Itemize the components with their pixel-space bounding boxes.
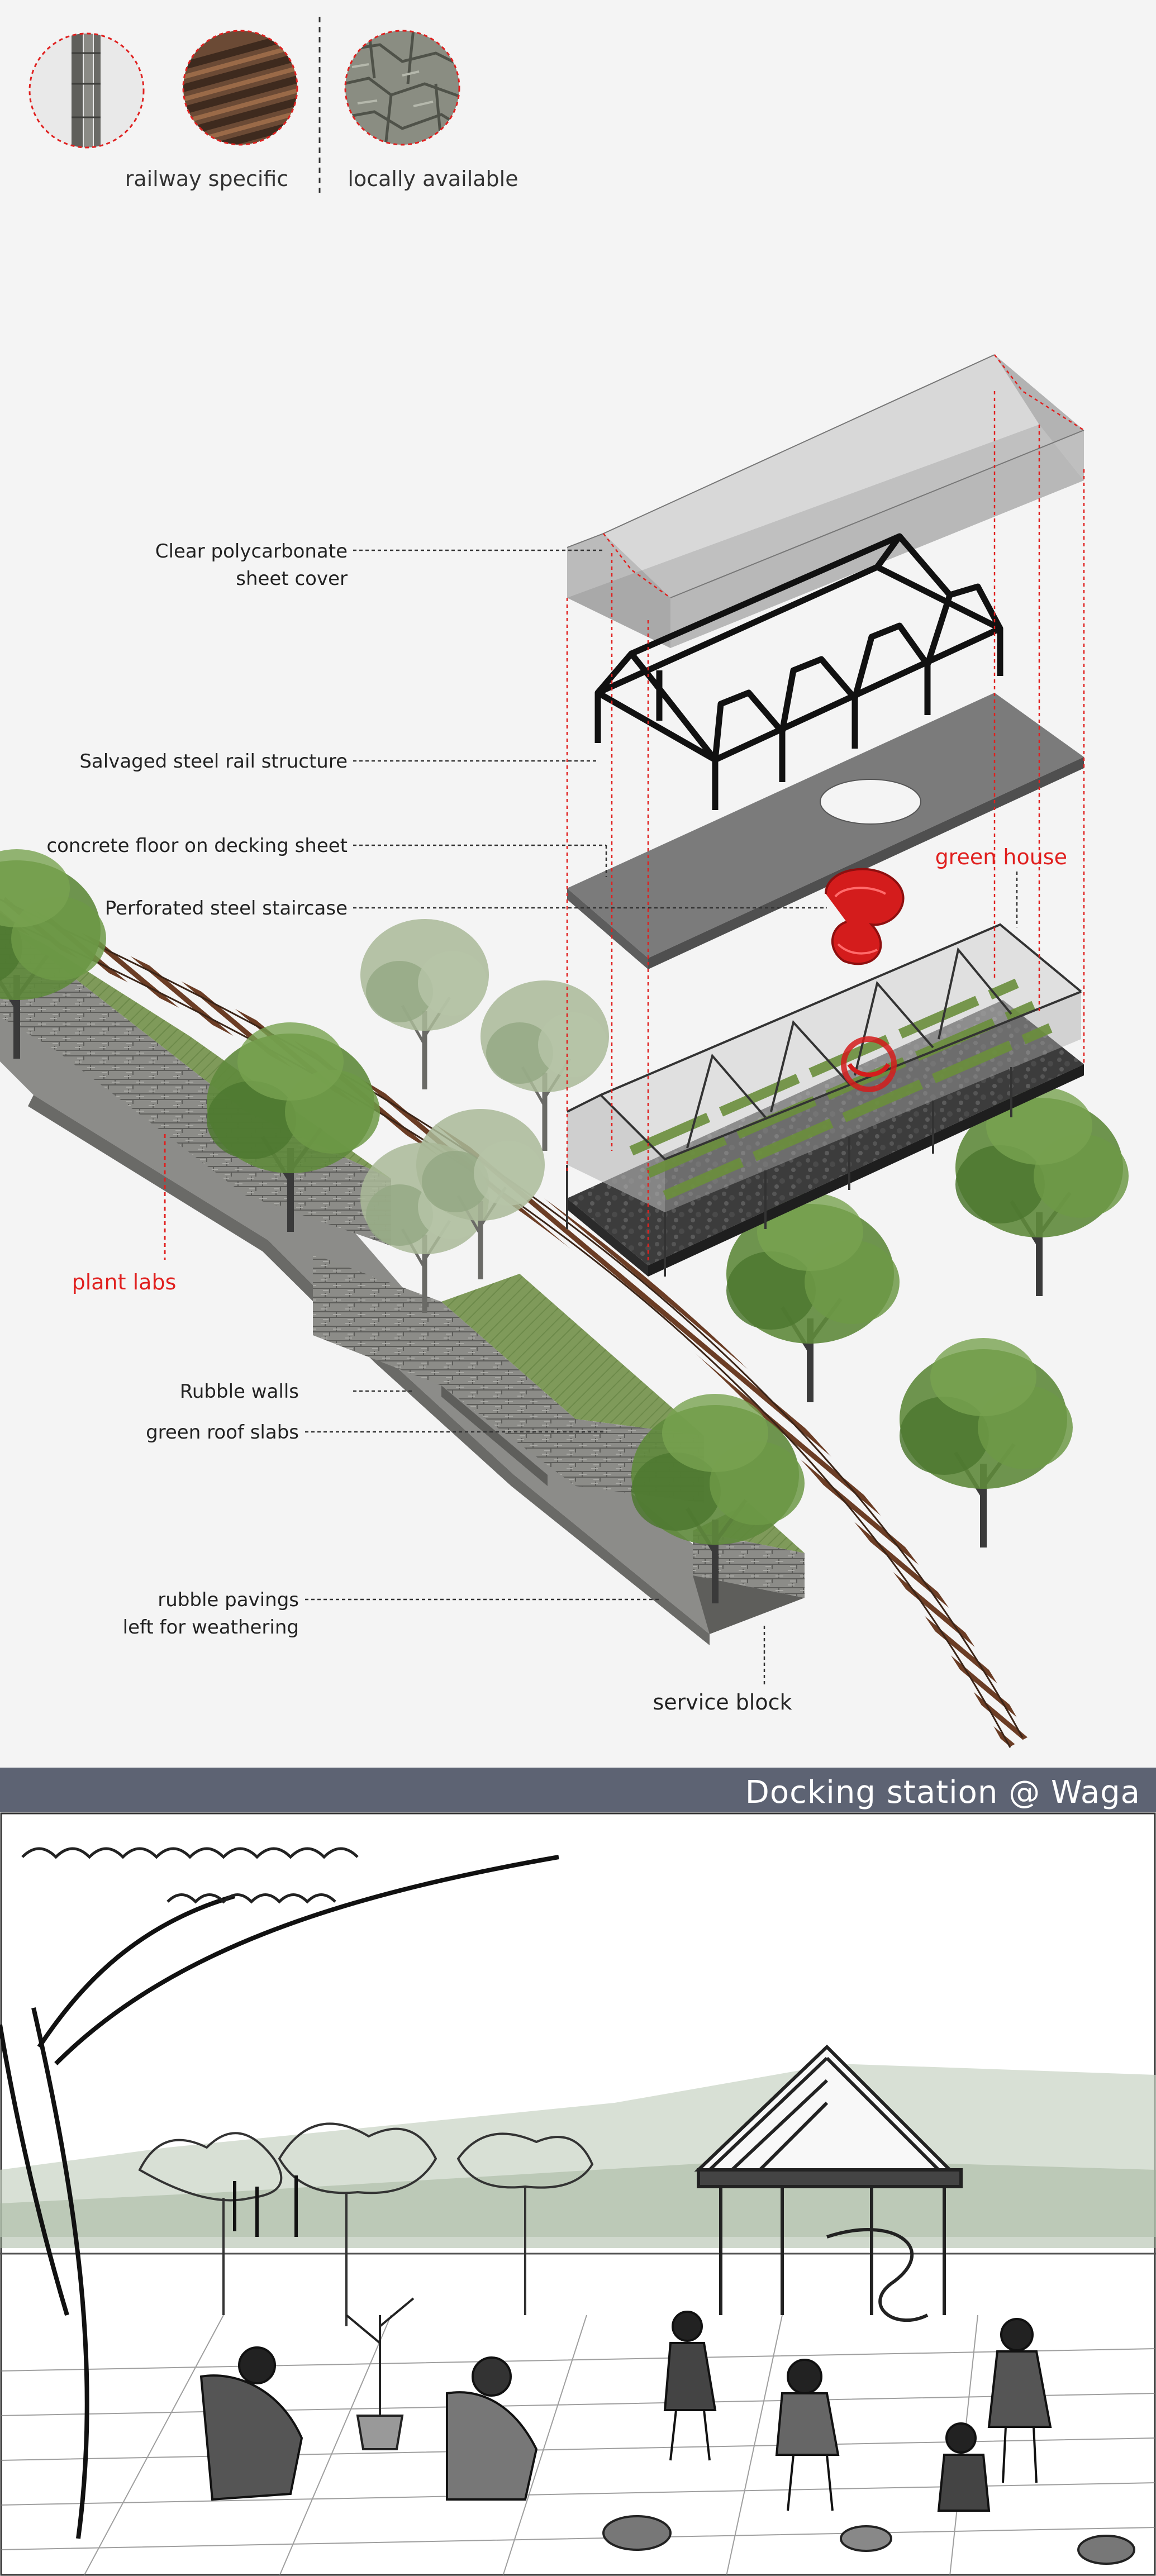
banner-title: Docking station @ Waga: [745, 1774, 1140, 1811]
tree: [360, 919, 489, 1089]
polycarbonate-cover: [567, 354, 1084, 648]
salvaged-rail-swatch: [30, 34, 144, 147]
perspective-sketch: [0, 1812, 1156, 2576]
green-roof-label: green roof slabs: [146, 1421, 299, 1444]
rubble-walls-label: Rubble walls: [180, 1380, 299, 1403]
sketch-pavilion: [694, 2044, 963, 2322]
railway-specific-label: railway specific: [125, 166, 289, 191]
rubble-stone-swatch: [345, 31, 459, 145]
rubble-pavings-label-line2: left for weathering: [123, 1616, 299, 1639]
rubble-pavings-label-line1: rubble pavings: [158, 1589, 299, 1611]
concrete-floor-slab: [567, 693, 1084, 969]
diagram-labels: Clear polycarbonate sheet cover Salvaged…: [46, 540, 1067, 1715]
tree: [416, 1109, 545, 1279]
staircase-label: Perforated steel staircase: [105, 897, 348, 920]
sketch-figures: [199, 2175, 1052, 2512]
steel-rail-frame: [594, 533, 1003, 810]
concrete-floor-label: concrete floor on decking sheet: [46, 835, 348, 857]
stair-opening: [820, 779, 921, 825]
perforated-steel-staircase: [825, 868, 905, 965]
exploded-axonometric-diagram: railway specific locally available: [0, 17, 1156, 1749]
tree: [900, 1338, 1073, 1547]
title-banner: Docking station @ Waga: [0, 1768, 1156, 1812]
sketch-tree: [0, 1855, 559, 2539]
alignment-guides: [566, 354, 1085, 1263]
rail-structure-label: Salvaged steel rail structure: [79, 750, 348, 773]
polycarbonate-label-line2: sheet cover: [236, 568, 348, 590]
sketch-foliage: [21, 1847, 359, 1904]
sketch-background-trees: [138, 2122, 594, 2326]
polycarbonate-label-line1: Clear polycarbonate: [155, 540, 348, 563]
rusted-rail-pile-swatch: [183, 31, 297, 145]
material-swatches: railway specific locally available: [28, 17, 518, 193]
locally-available-label: locally available: [348, 166, 518, 191]
sketch-planters: [345, 2297, 1135, 2565]
plant-labs-label: plant labs: [72, 1270, 177, 1294]
assembled-greenhouse: [566, 923, 1084, 1277]
leader-lines: [305, 549, 1018, 1684]
greenhouse-exploded-assembly: [566, 354, 1085, 1277]
green-house-label: green house: [935, 845, 1067, 869]
service-block-label: service block: [653, 1690, 792, 1715]
